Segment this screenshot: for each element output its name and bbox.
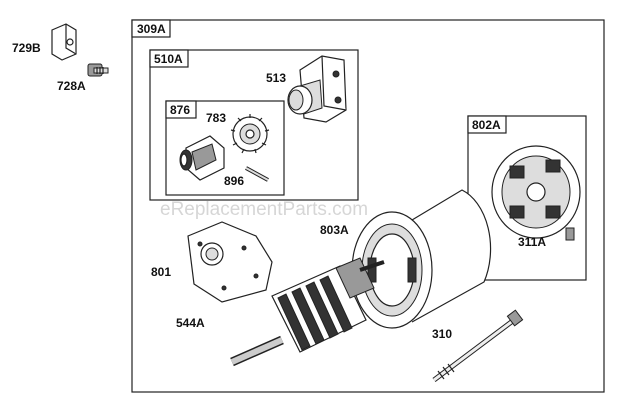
through-bolt-part bbox=[432, 309, 524, 382]
box-510a-frame bbox=[149, 49, 359, 201]
box-309a-frame bbox=[131, 19, 605, 393]
callout-801: 801 bbox=[151, 265, 171, 279]
callout-544a: 544A bbox=[176, 316, 205, 330]
callout-310: 310 bbox=[432, 327, 452, 341]
box-876-frame bbox=[165, 100, 285, 196]
bracket-part bbox=[51, 23, 77, 61]
pinion-part bbox=[179, 135, 225, 181]
box-309a-label: 309A bbox=[137, 22, 166, 36]
brush-assembly-part bbox=[491, 145, 581, 241]
plate-part bbox=[187, 221, 273, 303]
callout-783: 783 bbox=[206, 111, 226, 125]
bolt-part bbox=[87, 63, 109, 77]
callout-896: 896 bbox=[224, 174, 244, 188]
callout-803a: 803A bbox=[320, 223, 349, 237]
box-309a: 309A bbox=[131, 19, 605, 393]
box-876: 876 bbox=[165, 100, 285, 196]
callout-729b: 729B bbox=[12, 41, 41, 55]
box-876-tag bbox=[165, 100, 197, 119]
armature-part bbox=[230, 257, 385, 367]
callout-513: 513 bbox=[266, 71, 286, 85]
box-510a-tag bbox=[149, 49, 189, 68]
callout-311a: 311A bbox=[518, 235, 546, 249]
box-802a-label: 802A bbox=[472, 118, 501, 132]
box-309a-tag bbox=[131, 19, 171, 38]
box-876-label: 876 bbox=[170, 103, 190, 117]
frame-part bbox=[351, 189, 492, 329]
watermark: eReplacementParts.com bbox=[160, 199, 368, 220]
pin-part bbox=[245, 166, 269, 182]
box-802a-tag bbox=[467, 115, 507, 134]
drive-housing-part bbox=[287, 55, 347, 123]
callout-728a: 728A bbox=[57, 79, 86, 93]
box-510a: 510A bbox=[149, 49, 359, 201]
box-510a-label: 510A bbox=[154, 52, 183, 66]
gear-part bbox=[230, 114, 270, 154]
